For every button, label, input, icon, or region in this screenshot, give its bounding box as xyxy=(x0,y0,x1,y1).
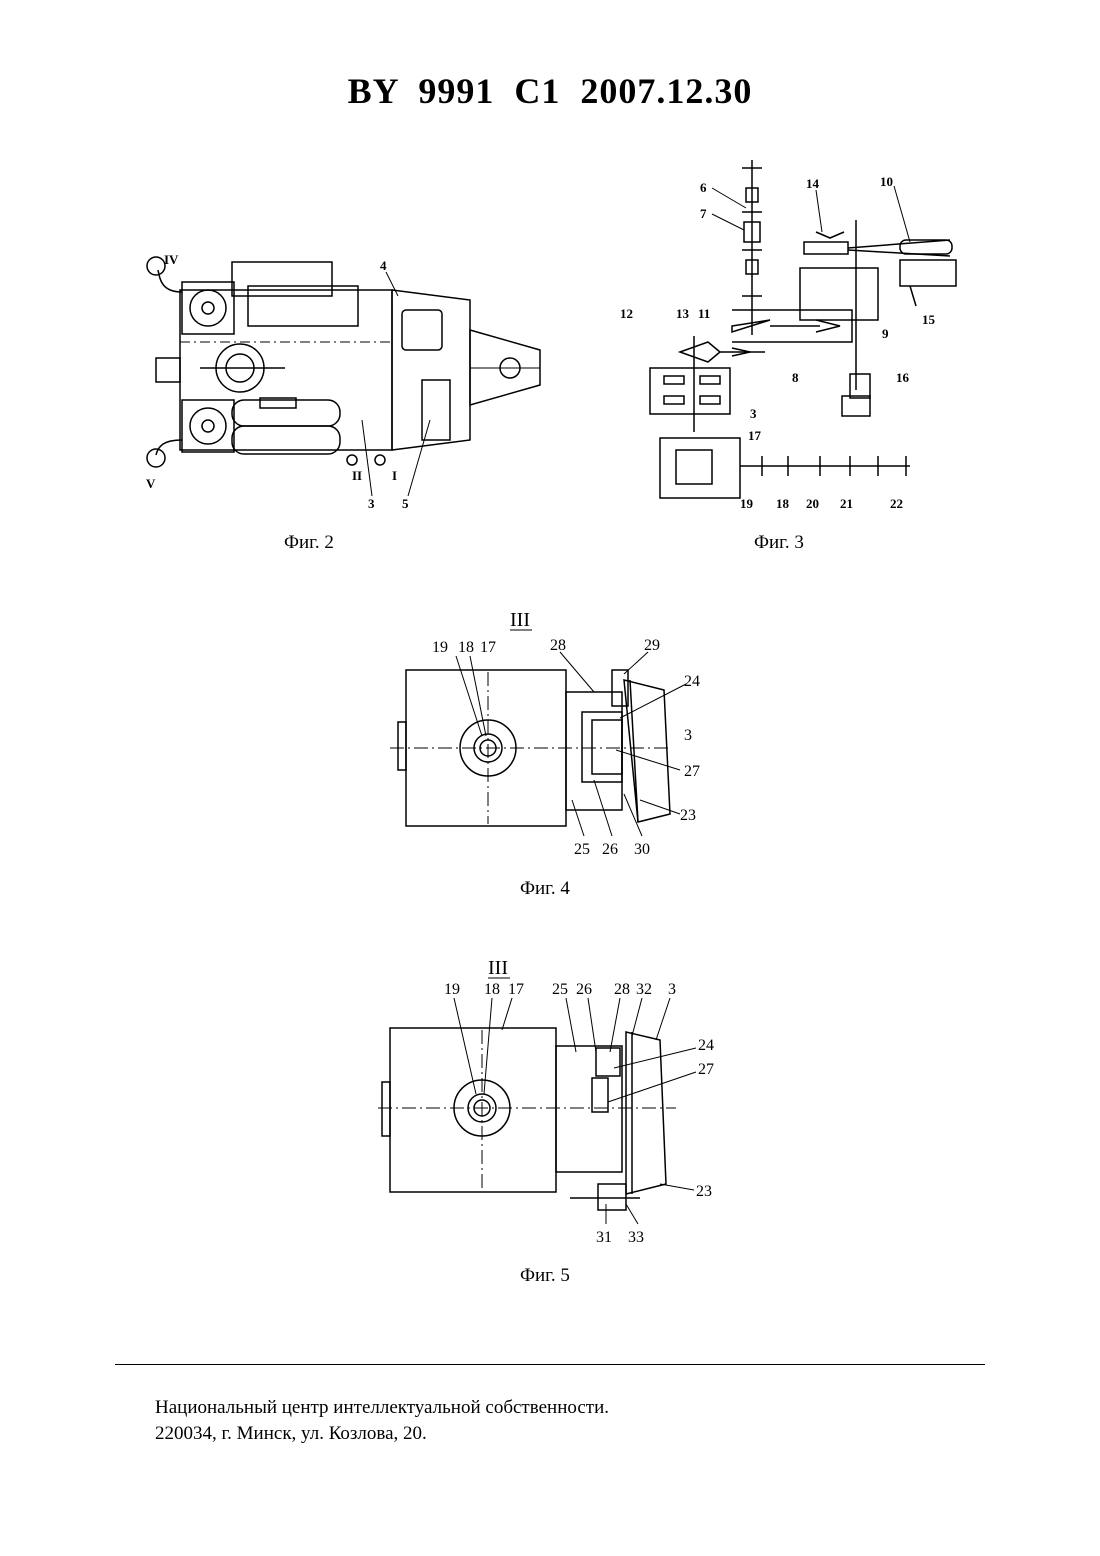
footer: Национальный центр интеллектуальной собс… xyxy=(155,1395,609,1447)
fig3-label-12: 12 xyxy=(620,306,633,321)
figure-5-drawing: III 19 18 17 25 26 28 32 3 24 27 23 31 3… xyxy=(370,948,730,1248)
fig2-label-iv: IV xyxy=(164,252,179,267)
fig4-label-28: 28 xyxy=(550,637,566,654)
figure-4-caption: Фиг. 4 xyxy=(520,878,570,900)
fig3-label-8: 8 xyxy=(792,370,799,385)
fig5-label-23: 23 xyxy=(696,1183,712,1200)
fig4-label-19: 19 xyxy=(432,639,448,656)
fig3-label-7: 7 xyxy=(700,206,707,221)
fig4-label-3: 3 xyxy=(684,727,692,744)
fig5-label-28: 28 xyxy=(614,981,630,998)
fig2-label-v: V xyxy=(146,476,156,491)
fig2-label-4: 4 xyxy=(380,258,387,273)
footer-divider xyxy=(115,1364,985,1365)
fig5-label-27: 27 xyxy=(698,1061,714,1078)
fig2-label-5: 5 xyxy=(402,496,409,511)
fig4-label-27: 27 xyxy=(684,763,700,780)
fig3-label-9: 9 xyxy=(882,326,889,341)
fig4-view-label: III xyxy=(510,609,530,631)
fig3-label-16: 16 xyxy=(896,370,910,385)
fig3-label-14: 14 xyxy=(806,176,820,191)
fig3-label-19: 19 xyxy=(740,496,754,511)
fig2-label-3: 3 xyxy=(368,496,375,511)
fig5-label-18: 18 xyxy=(484,981,500,998)
fig3-label-22: 22 xyxy=(890,496,903,511)
fig5-label-25: 25 xyxy=(552,981,568,998)
fig3-label-21: 21 xyxy=(840,496,853,511)
fig5-view-label: III xyxy=(488,957,508,979)
figure-2-drawing: IV 4 V II I 3 5 xyxy=(140,250,550,520)
fig5-label-31: 31 xyxy=(596,1229,612,1246)
fig3-label-11: 11 xyxy=(698,306,710,321)
figure-3-caption: Фиг. 3 xyxy=(754,532,804,554)
fig5-label-17: 17 xyxy=(508,981,524,998)
fig4-label-17: 17 xyxy=(480,639,496,656)
fig3-label-20: 20 xyxy=(806,496,819,511)
fig4-label-23: 23 xyxy=(680,807,696,824)
fig5-label-26: 26 xyxy=(576,981,592,998)
fig3-label-10: 10 xyxy=(880,174,893,189)
fig5-label-33: 33 xyxy=(628,1229,644,1246)
fig4-label-30: 30 xyxy=(634,841,650,858)
fig5-label-19: 19 xyxy=(444,981,460,998)
figure-5-caption: Фиг. 5 xyxy=(520,1265,570,1287)
fig5-label-32: 32 xyxy=(636,981,652,998)
figure-2-caption: Фиг. 2 xyxy=(284,532,334,554)
fig3-label-17: 17 xyxy=(748,428,762,443)
fig5-label-24: 24 xyxy=(698,1037,714,1054)
fig3-label-13: 13 xyxy=(676,306,690,321)
figure-4-drawing: III 19 18 17 28 29 24 3 27 23 25 26 30 xyxy=(380,600,720,860)
fig3-label-3: 3 xyxy=(750,406,757,421)
footer-organization: Национальный центр интеллектуальной собс… xyxy=(155,1395,609,1421)
fig2-label-i: I xyxy=(392,468,397,483)
fig3-label-18: 18 xyxy=(776,496,790,511)
figure-3-kinematic-scheme: 6 7 14 10 12 13 11 9 15 8 16 3 17 19 18 … xyxy=(620,160,960,520)
fig4-label-24: 24 xyxy=(684,673,700,690)
fig4-label-29: 29 xyxy=(644,637,660,654)
fig4-label-25: 25 xyxy=(574,841,590,858)
fig5-label-3: 3 xyxy=(668,981,676,998)
fig2-label-ii: II xyxy=(352,468,362,483)
fig3-label-15: 15 xyxy=(922,312,936,327)
fig3-label-6: 6 xyxy=(700,180,707,195)
footer-address: 220034, г. Минск, ул. Козлова, 20. xyxy=(155,1421,609,1447)
document-header: BY 9991 C1 2007.12.30 xyxy=(0,70,1100,112)
fig4-label-18: 18 xyxy=(458,639,474,656)
fig4-label-26: 26 xyxy=(602,841,618,858)
